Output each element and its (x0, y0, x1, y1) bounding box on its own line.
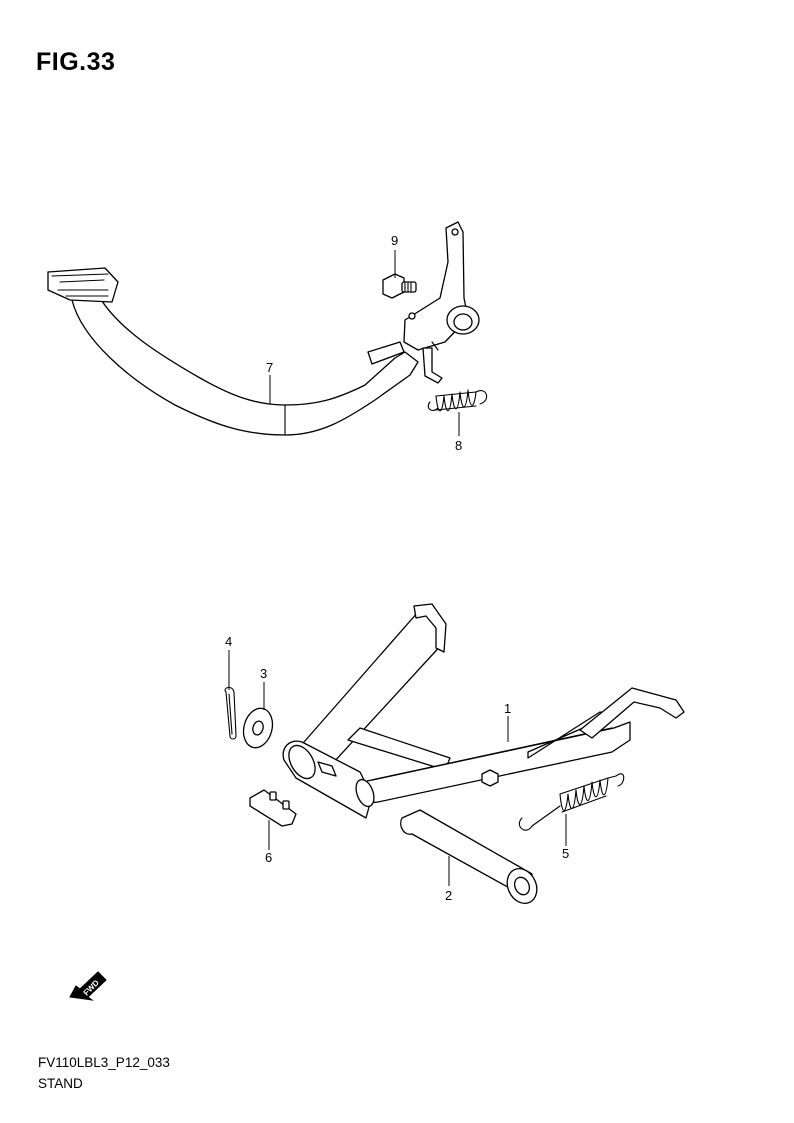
callout-7: 7 (266, 360, 273, 375)
pivot-shaft (400, 809, 538, 905)
callout-3: 3 (260, 666, 267, 681)
callout-2: 2 (445, 888, 452, 903)
cotter-pin (224, 686, 237, 740)
callout-8: 8 (455, 438, 462, 453)
callout-1: 1 (504, 701, 511, 716)
fwd-arrow-icon: FWD (69, 971, 107, 1001)
callout-5: 5 (562, 846, 569, 861)
pedal-spring (427, 389, 488, 412)
callout-4: 4 (225, 634, 232, 649)
figure-name: STAND (38, 1076, 83, 1091)
brake-pedal-arm (47, 221, 480, 436)
stand-spring (518, 773, 625, 831)
callout-9: 9 (391, 233, 398, 248)
stopper-rubber (249, 789, 297, 827)
drawing-code: FV110LBL3_P12_033 (38, 1055, 170, 1070)
washer (242, 707, 274, 749)
leader-lines (228, 250, 567, 886)
bolt (382, 273, 417, 299)
main-stand (282, 603, 685, 819)
figure-title: FIG.33 (36, 48, 116, 76)
callout-6: 6 (265, 850, 272, 865)
